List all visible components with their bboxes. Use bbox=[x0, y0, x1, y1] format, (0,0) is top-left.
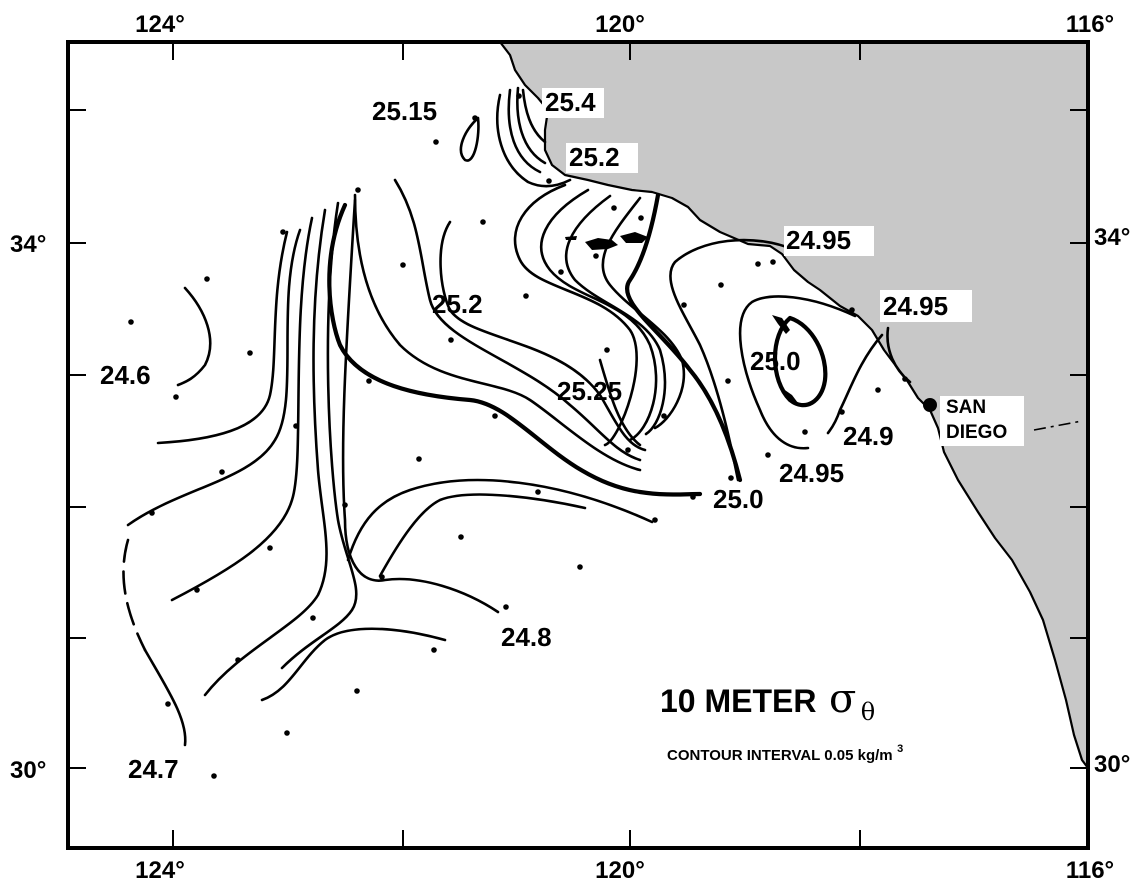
contour-line bbox=[393, 178, 642, 462]
contour-lines bbox=[122, 86, 912, 747]
contour-line bbox=[540, 188, 658, 442]
contour-label: 25.0 bbox=[713, 484, 764, 514]
label-bg bbox=[784, 226, 874, 256]
map-title-symbol: σ bbox=[829, 676, 856, 722]
map-subtitle: CONTOUR INTERVAL 0.05 kg/m 3 bbox=[667, 743, 903, 764]
tick-marks bbox=[68, 42, 1088, 848]
right-tick-34: 34° bbox=[1094, 224, 1130, 251]
map-title-subscript: θ bbox=[861, 698, 875, 726]
contour-line bbox=[772, 315, 828, 408]
contour-line bbox=[513, 183, 638, 447]
border-line bbox=[1033, 420, 1083, 431]
map-subtitle-sup: 3 bbox=[897, 743, 903, 755]
contour-label: 25.25 bbox=[557, 376, 622, 406]
contour-line bbox=[459, 116, 480, 162]
contour-line bbox=[170, 216, 314, 602]
label-bg bbox=[880, 290, 972, 322]
contour-line bbox=[280, 201, 358, 670]
contour-line bbox=[564, 194, 667, 436]
contour-label: 24.7 bbox=[128, 754, 179, 784]
contour-line bbox=[378, 493, 587, 578]
contour-label: 25.15 bbox=[372, 96, 437, 126]
left-tick-34: 34° bbox=[10, 231, 46, 258]
contour-line bbox=[341, 198, 500, 614]
contour-line bbox=[143, 648, 187, 747]
contour-line bbox=[738, 295, 857, 450]
station-dots bbox=[128, 93, 908, 779]
map-frame bbox=[66, 40, 1090, 850]
contour-label: 24.95 bbox=[779, 458, 844, 488]
contour-label: 24.8 bbox=[501, 622, 552, 652]
island-santa-catalina bbox=[772, 315, 790, 334]
contour-label: 24.95 bbox=[883, 291, 948, 321]
contour-line bbox=[669, 238, 797, 482]
top-tick-116: 116° bbox=[1066, 11, 1114, 38]
contour-line bbox=[260, 627, 447, 702]
contour-line bbox=[521, 88, 547, 144]
contour-label: 25.4 bbox=[545, 87, 596, 117]
bottom-tick-124: 124° bbox=[135, 857, 185, 884]
label-bg bbox=[566, 143, 638, 173]
contour-line bbox=[598, 358, 642, 447]
top-tick-124: 124° bbox=[135, 11, 185, 38]
left-tick-30: 30° bbox=[10, 757, 46, 784]
contour-label: 24.9 bbox=[843, 421, 894, 451]
city-label-line1-over: SAN bbox=[946, 397, 986, 418]
san-diego-marker bbox=[923, 398, 937, 412]
contour-line bbox=[327, 202, 703, 497]
bottom-tick-120: 120° bbox=[595, 857, 645, 884]
contour-line bbox=[507, 88, 542, 174]
map-title-main: 10 METER bbox=[660, 683, 816, 719]
contour-label: 24.95 bbox=[786, 225, 851, 255]
contour-line bbox=[176, 286, 212, 387]
contour-line bbox=[203, 208, 328, 697]
contour-label: 24.6 bbox=[100, 360, 151, 390]
right-tick-30: 30° bbox=[1094, 751, 1130, 778]
land-area bbox=[500, 42, 1088, 768]
city-label-line2-over: DIEGO bbox=[946, 422, 1007, 443]
contour-line bbox=[496, 93, 572, 188]
coastline bbox=[499, 41, 1089, 769]
label-bg bbox=[940, 396, 1024, 446]
island-santa-cruz bbox=[585, 238, 618, 250]
map-subtitle-text: CONTOUR INTERVAL 0.05 kg/m bbox=[667, 747, 893, 764]
contour-line bbox=[439, 220, 647, 452]
island-santa-rosa bbox=[620, 232, 648, 243]
contour-label: 25.2 bbox=[569, 142, 620, 172]
contour-label: 25.0 bbox=[750, 346, 801, 376]
top-tick-120: 120° bbox=[595, 11, 645, 38]
contour-line bbox=[156, 230, 289, 445]
contour-line bbox=[826, 333, 884, 435]
contour-line bbox=[126, 228, 302, 527]
map-title: 10 METER σ θ bbox=[660, 676, 875, 726]
contour-line bbox=[122, 538, 147, 652]
contour-line bbox=[625, 192, 743, 483]
contour-line bbox=[346, 478, 654, 562]
label-bg bbox=[542, 88, 604, 118]
contour-label: 25.2 bbox=[432, 289, 483, 319]
bottom-tick-116: 116° bbox=[1066, 857, 1114, 884]
contour-line bbox=[353, 193, 642, 472]
